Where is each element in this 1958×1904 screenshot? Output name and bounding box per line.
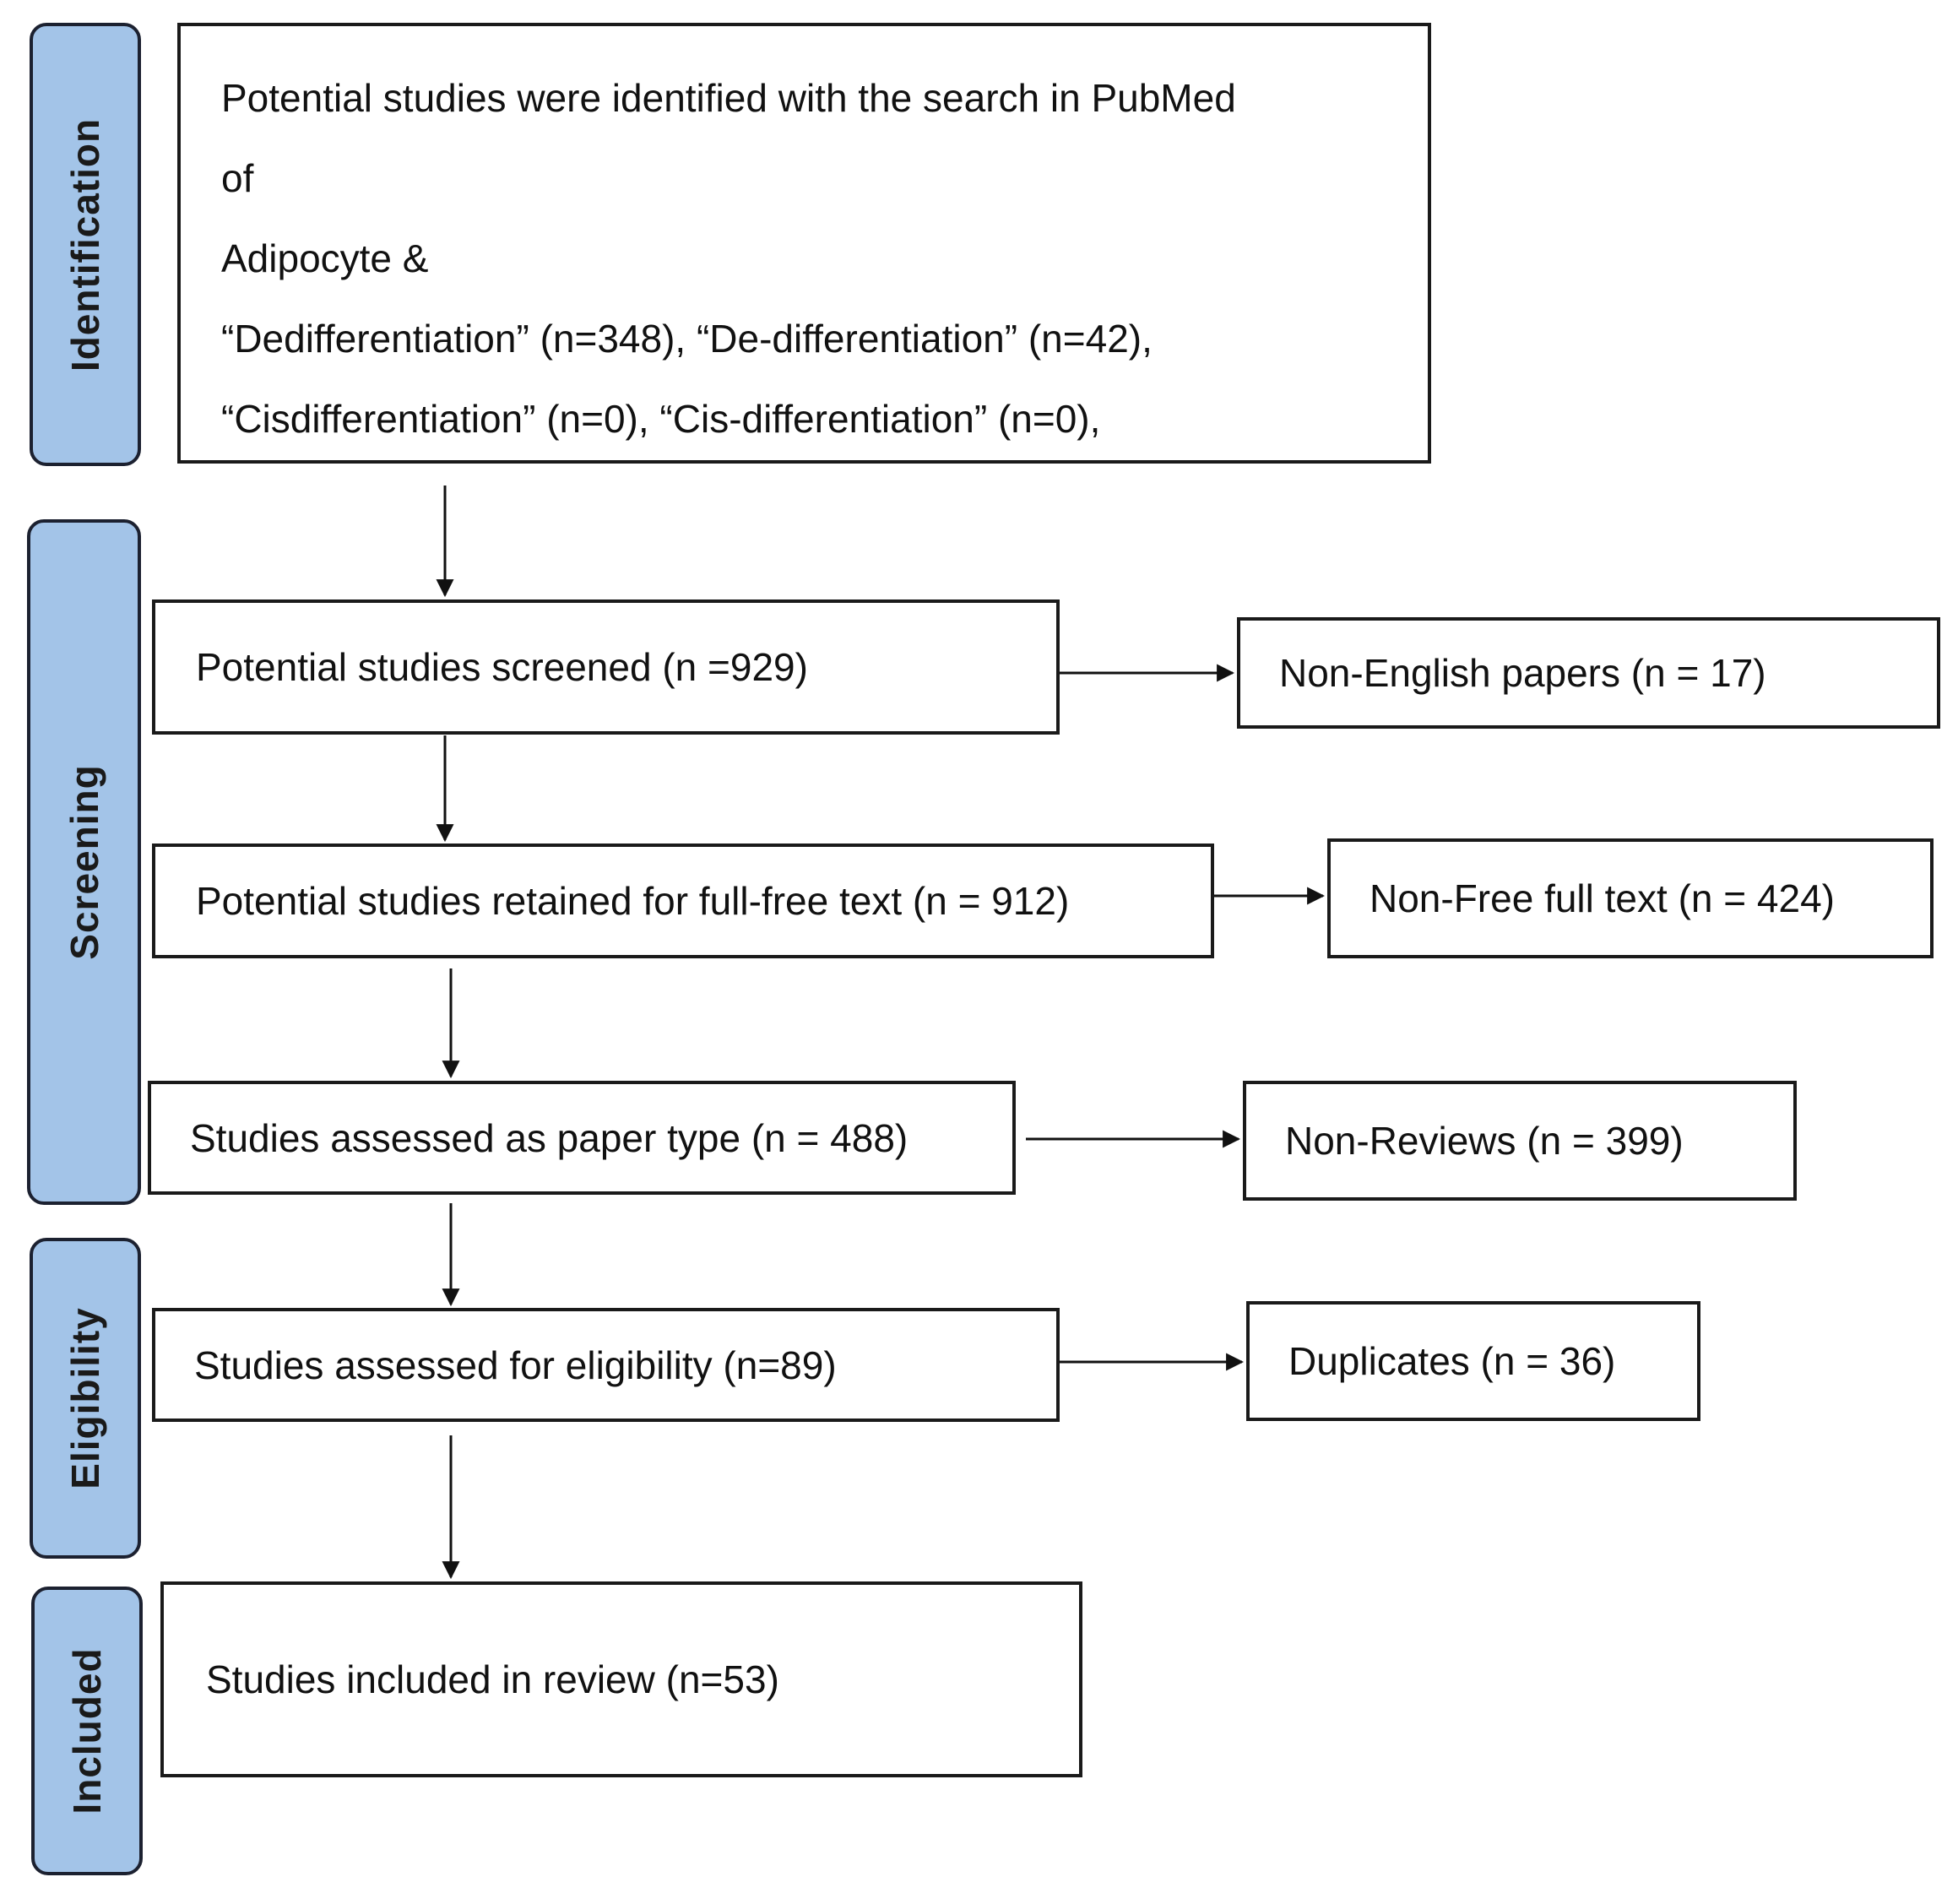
non-reviews-box: Non-Reviews (n = 399) (1243, 1081, 1797, 1201)
identification-text: Potential studies were identified with t… (221, 58, 1236, 459)
phase-screening: Screening (27, 519, 141, 1205)
non-reviews-text: Non-Reviews (n = 399) (1285, 1119, 1684, 1163)
screened-box: Potential studies screened (n =929) (152, 599, 1060, 735)
identification-box: Potential studies were identified with t… (177, 23, 1431, 464)
duplicates-text: Duplicates (n = 36) (1288, 1339, 1616, 1383)
paper-type-box: Studies assessed as paper type (n = 488) (148, 1081, 1016, 1195)
non-english-box: Non-English papers (n = 17) (1237, 617, 1940, 729)
identification-line: Adipocyte & (221, 236, 429, 280)
included-text: Studies included in review (n=53) (206, 1657, 779, 1701)
identification-line: Potential studies were identified with t… (221, 76, 1236, 120)
retained-text: Potential studies retained for full-free… (196, 879, 1070, 923)
paper-type-text: Studies assessed as paper type (n = 488) (190, 1115, 908, 1160)
prisma-flowchart: Identification Screening Eligibility Inc… (27, 23, 1940, 1887)
eligibility-box: Studies assessed for eligibility (n=89) (152, 1308, 1060, 1422)
identification-line: “Cisdifferentiation” (n=0), “Cis-differe… (221, 397, 1101, 441)
retained-box: Potential studies retained for full-free… (152, 844, 1214, 958)
identification-line: of (221, 156, 254, 200)
screened-text: Potential studies screened (n =929) (196, 645, 808, 689)
identification-line: “Dedifferentiation” (n=348), “De-differe… (221, 317, 1153, 361)
duplicates-box: Duplicates (n = 36) (1246, 1301, 1700, 1421)
flow-arrows (436, 485, 1326, 1580)
non-free-text: Non-Free full text (n = 424) (1370, 876, 1835, 920)
phase-eligibility: Eligibility (30, 1238, 141, 1559)
eligibility-text: Studies assessed for eligibility (n=89) (194, 1343, 837, 1387)
phase-identification: Identification (30, 23, 141, 466)
non-english-text: Non-English papers (n = 17) (1279, 651, 1766, 695)
non-free-box: Non-Free full text (n = 424) (1327, 838, 1934, 958)
included-box: Studies included in review (n=53) (160, 1581, 1082, 1777)
phase-included: Included (31, 1587, 143, 1875)
